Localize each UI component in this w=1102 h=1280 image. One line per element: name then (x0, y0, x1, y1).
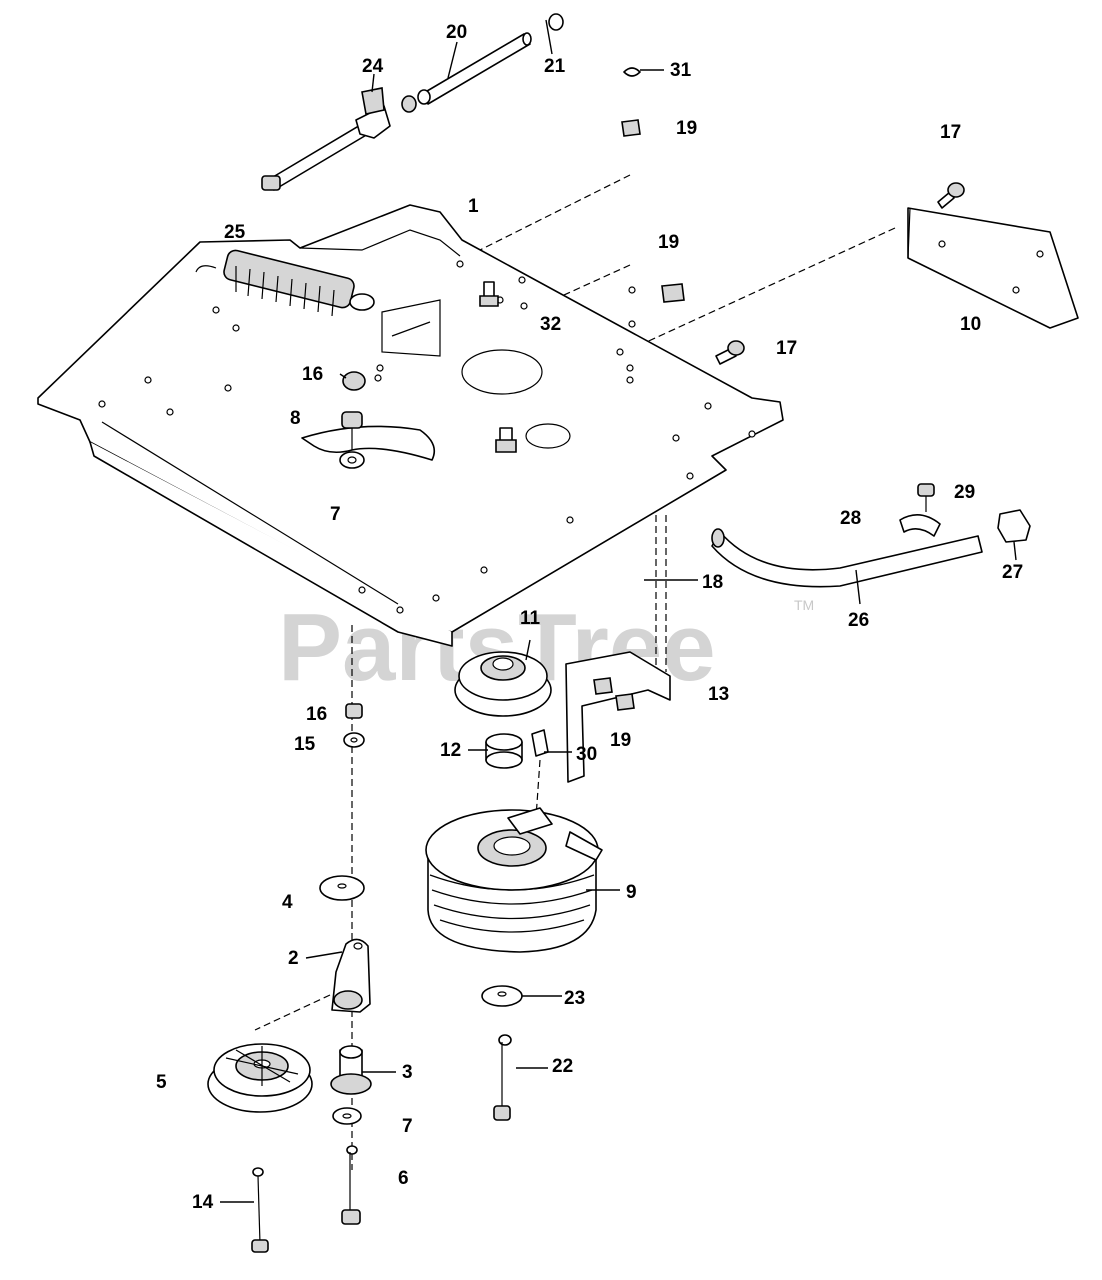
watermark-trademark: TM (794, 597, 814, 613)
callout-30: 30 (576, 744, 597, 765)
callout-28: 28 (840, 508, 861, 529)
cap-21[interactable] (548, 13, 564, 31)
bracket-13[interactable] (565, 651, 671, 783)
clip-31[interactable] (623, 67, 641, 77)
callout-10: 10 (960, 314, 981, 335)
callout-31: 31 (670, 60, 692, 81)
callout-16-lower: 16 (306, 704, 327, 725)
stud-32[interactable] (479, 281, 499, 307)
nut-19-middle[interactable] (661, 283, 685, 303)
callout-27: 27 (1002, 562, 1023, 583)
lever-shaft-24[interactable] (261, 87, 391, 191)
bolt-17-top[interactable] (937, 182, 965, 209)
callout-17-top: 17 (940, 122, 961, 143)
leader-lines (220, 19, 1017, 1203)
washer-15[interactable] (343, 732, 365, 748)
callout-11: 11 (520, 608, 541, 629)
callout-16-upper: 16 (302, 364, 323, 385)
hose-26[interactable] (711, 528, 983, 588)
nut-19-top[interactable] (621, 119, 641, 137)
callout-14: 14 (192, 1192, 214, 1213)
bracket-10[interactable] (907, 207, 1079, 329)
callout-6: 6 (398, 1168, 409, 1189)
callout-19-lower: 19 (610, 730, 631, 751)
callout-labels: 20 21 24 31 19 17 1 25 19 32 10 17 16 8 … (156, 22, 1023, 1213)
nut-19-lower[interactable] (593, 677, 635, 711)
callout-3: 3 (402, 1062, 413, 1083)
clamp-28[interactable] (899, 514, 941, 537)
callout-19-top: 19 (676, 118, 697, 139)
washer-23[interactable] (481, 985, 523, 1007)
nut-16-upper[interactable] (342, 371, 366, 391)
nut-16-lower[interactable] (345, 703, 363, 719)
bolt-14[interactable] (251, 1167, 269, 1253)
pulley-11[interactable] (454, 651, 552, 717)
callout-25: 25 (224, 222, 246, 243)
callout-23: 23 (564, 988, 585, 1009)
callout-9: 9 (626, 882, 637, 903)
callout-8: 8 (290, 408, 301, 429)
washer-7-upper[interactable] (339, 451, 365, 469)
callout-15: 15 (294, 734, 316, 755)
callout-2: 2 (288, 948, 299, 969)
callout-17-middle: 17 (776, 338, 797, 359)
callout-1: 1 (468, 196, 479, 217)
callout-7-upper: 7 (330, 504, 341, 525)
callout-24: 24 (362, 56, 384, 77)
callout-5: 5 (156, 1072, 167, 1093)
washer-7-lower[interactable] (332, 1107, 362, 1125)
spacer-3[interactable] (330, 1045, 372, 1095)
callout-13: 13 (708, 684, 729, 705)
arm-8[interactable] (301, 411, 436, 461)
spring-25[interactable] (195, 249, 375, 317)
cap-27[interactable] (997, 509, 1031, 543)
main-plate-1[interactable] (37, 204, 784, 647)
callout-32: 32 (540, 314, 561, 335)
callout-22: 22 (552, 1056, 573, 1077)
stud-center[interactable] (495, 427, 517, 453)
callout-4: 4 (282, 892, 293, 913)
callout-21: 21 (544, 56, 566, 77)
fitting-bushing[interactable] (401, 89, 431, 113)
bushing-12[interactable] (485, 733, 523, 769)
callout-19-middle: 19 (658, 232, 679, 253)
bolt-22[interactable] (493, 1034, 512, 1121)
callout-20: 20 (446, 22, 467, 43)
idler-arm-2[interactable] (331, 938, 371, 1013)
pulley-5[interactable] (207, 1043, 313, 1113)
callout-12: 12 (440, 740, 461, 761)
bolt-17-middle[interactable] (715, 340, 745, 365)
callout-29: 29 (954, 482, 975, 503)
washer-4[interactable] (319, 875, 365, 901)
callout-26: 26 (848, 610, 869, 631)
clutch-9[interactable] (425, 807, 603, 953)
callout-18: 18 (702, 572, 723, 593)
screw-29[interactable] (917, 483, 935, 512)
bolt-6[interactable] (341, 1145, 361, 1225)
callout-7-lower: 7 (402, 1116, 413, 1137)
shaft-rod-20[interactable] (421, 32, 532, 105)
